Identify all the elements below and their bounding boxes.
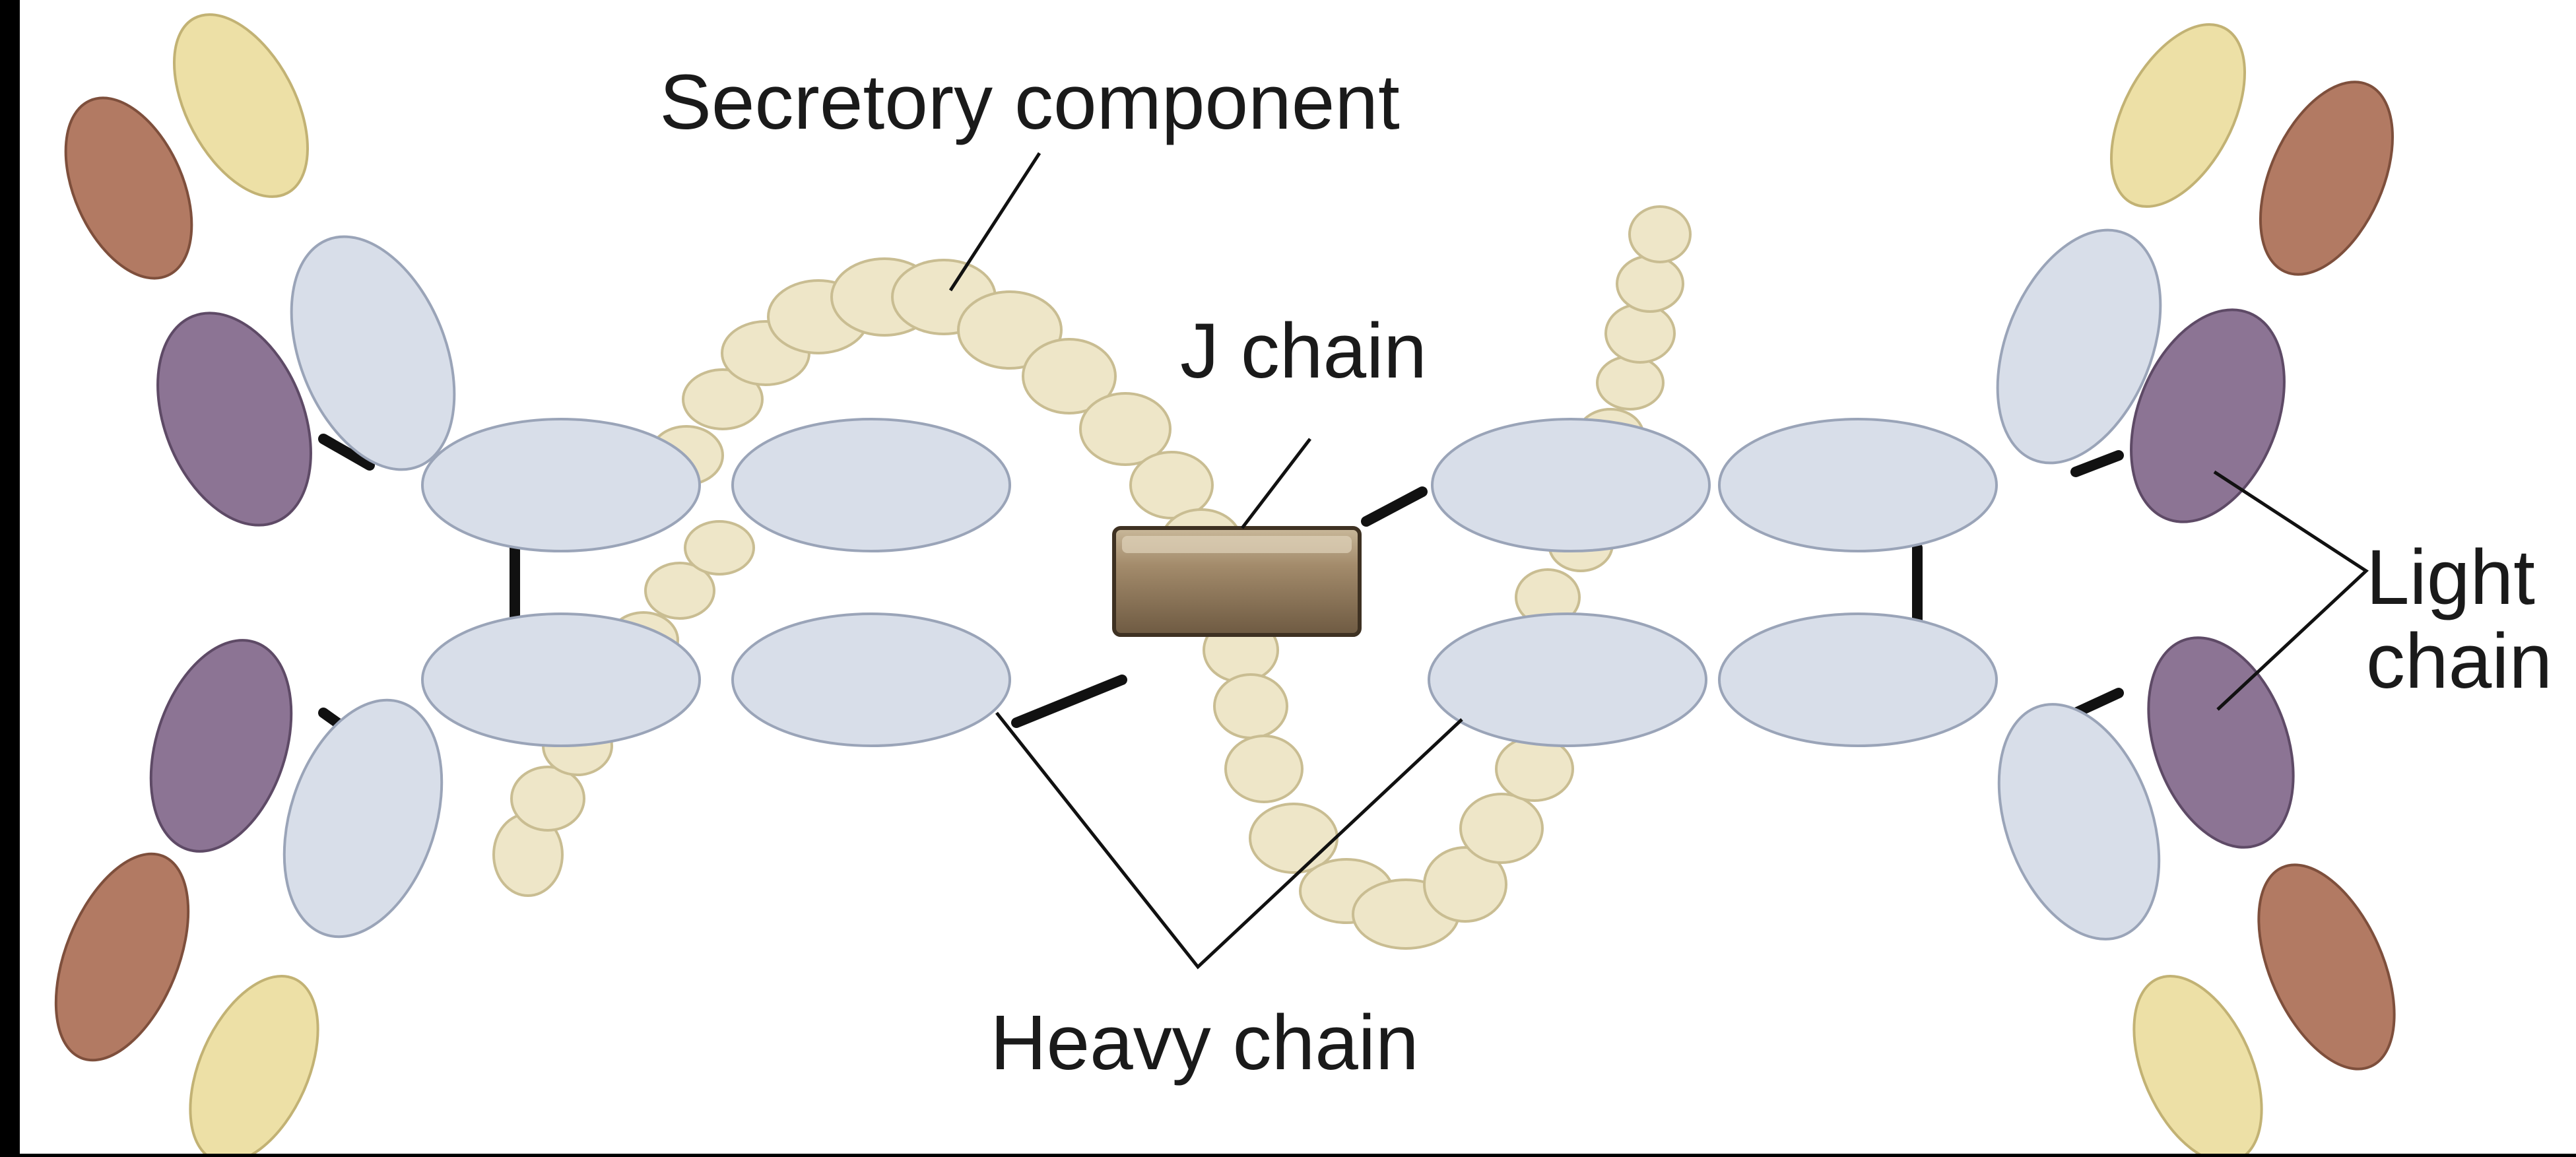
secretory-bead: [1461, 794, 1542, 863]
light-chain-label-line2: chain: [2366, 618, 2552, 705]
heavy-ch2-domain: [1719, 614, 1997, 746]
secretory-bead: [1617, 256, 1683, 312]
secretory-bead: [1226, 736, 1302, 802]
heavy-chain-label: Heavy chain: [990, 999, 1418, 1086]
j-chain-label: J chain: [1180, 308, 1427, 395]
secretory-bead: [1606, 304, 1674, 362]
heavy-ch2-domain: [1719, 419, 1997, 551]
heavy-ch3-domain: [733, 419, 1010, 551]
secretory-bead: [1630, 207, 1690, 262]
secretory-bead: [512, 767, 584, 830]
heavy-ch2-domain: [422, 419, 700, 551]
secretory-component-label: Secretory component: [659, 59, 1400, 146]
heavy-ch3-domain: [1429, 614, 1706, 746]
heavy-ch3-domain: [733, 614, 1010, 746]
j-chain: [1114, 528, 1360, 635]
light-chain-label-line1: Light: [2366, 534, 2535, 621]
secretory-bead: [685, 521, 754, 574]
heavy-ch3-domain: [1432, 419, 1709, 551]
heavy-ch2-domain: [422, 614, 700, 746]
j-chain-highlight: [1122, 536, 1352, 553]
secretory-bead: [1131, 452, 1212, 518]
secretory-bead: [1597, 356, 1663, 409]
secretory-bead: [1214, 675, 1287, 738]
